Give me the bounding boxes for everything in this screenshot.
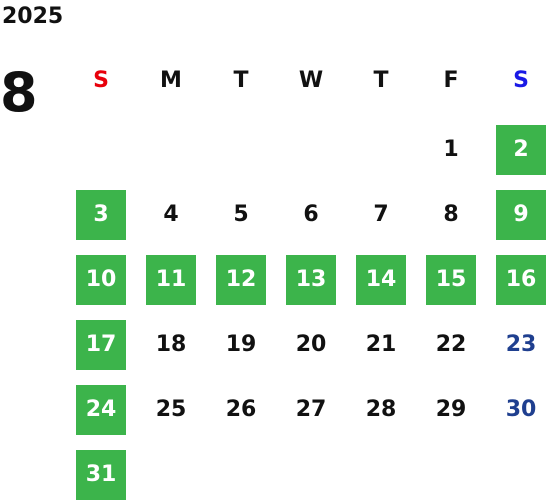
day-cell-25: 25 xyxy=(155,397,187,422)
day-cell-17: 17 xyxy=(76,320,126,370)
day-cell-30: 30 xyxy=(505,397,537,422)
day-cell-4: 4 xyxy=(163,202,179,227)
day-cell-14: 14 xyxy=(356,255,406,305)
year-label: 2025 xyxy=(2,4,64,29)
day-cell-18: 18 xyxy=(155,332,187,357)
weekday-header-1: M xyxy=(160,68,182,93)
day-cell-15: 15 xyxy=(426,255,476,305)
day-cell-8: 8 xyxy=(443,202,459,227)
day-cell-31: 31 xyxy=(76,450,126,500)
weekday-header-2: T xyxy=(233,68,249,93)
day-cell-11: 11 xyxy=(146,255,196,305)
day-cell-27: 27 xyxy=(295,397,327,422)
day-cell-1: 1 xyxy=(443,137,459,162)
day-cell-7: 7 xyxy=(373,202,389,227)
month-number: 8 xyxy=(0,61,38,124)
day-cell-28: 28 xyxy=(365,397,397,422)
day-cell-22: 22 xyxy=(435,332,467,357)
weekday-header-5: F xyxy=(443,68,459,93)
day-cell-26: 26 xyxy=(225,397,257,422)
day-cell-20: 20 xyxy=(295,332,327,357)
weekday-header-0: S xyxy=(93,68,109,93)
day-cell-21: 21 xyxy=(365,332,397,357)
day-cell-5: 5 xyxy=(233,202,249,227)
day-cell-9: 9 xyxy=(496,190,546,240)
day-cell-12: 12 xyxy=(216,255,266,305)
weekday-header-3: W xyxy=(298,68,324,93)
weekday-header-6: S xyxy=(513,68,529,93)
day-cell-29: 29 xyxy=(435,397,467,422)
day-cell-23: 23 xyxy=(505,332,537,357)
weekday-header-4: T xyxy=(373,68,389,93)
day-cell-2: 2 xyxy=(496,125,546,175)
day-cell-24: 24 xyxy=(76,385,126,435)
day-cell-19: 19 xyxy=(225,332,257,357)
day-cell-6: 6 xyxy=(303,202,319,227)
day-cell-13: 13 xyxy=(286,255,336,305)
day-cell-10: 10 xyxy=(76,255,126,305)
day-cell-16: 16 xyxy=(496,255,546,305)
day-cell-3: 3 xyxy=(76,190,126,240)
